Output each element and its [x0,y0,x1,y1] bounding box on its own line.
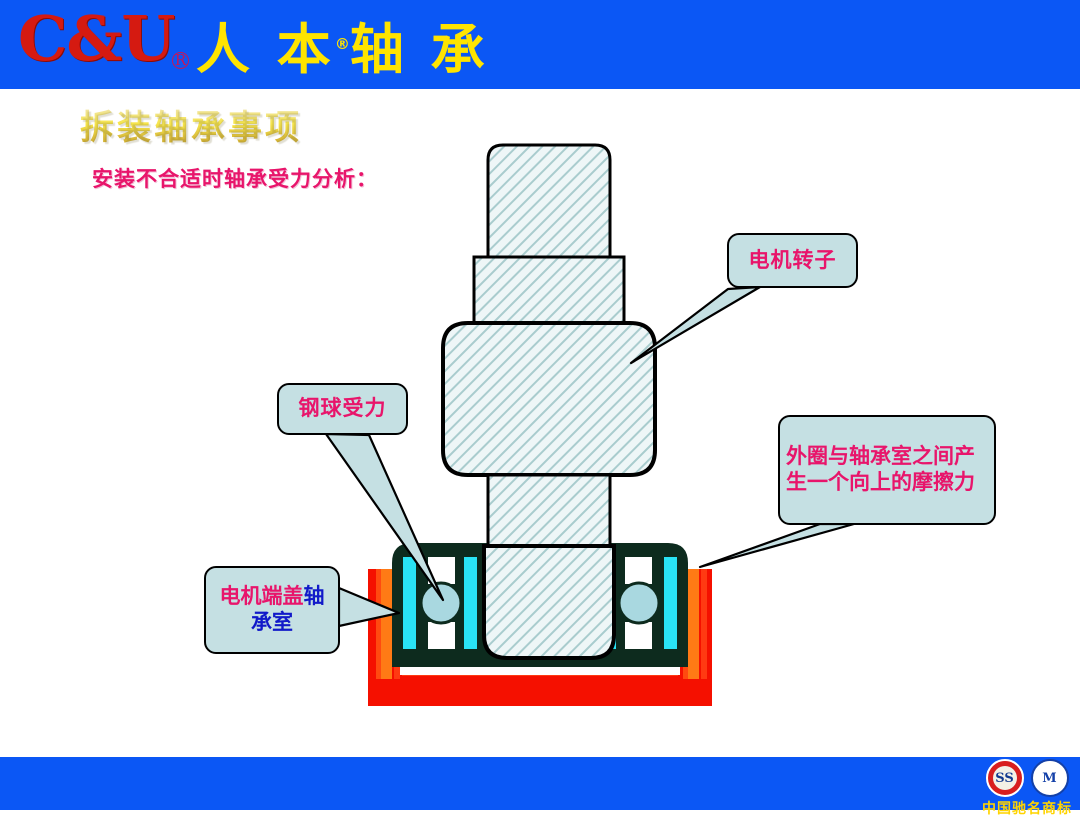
rotor-core [441,321,657,477]
registered-trademark-icon: R [172,52,189,69]
steel-ball-right [617,581,661,625]
callout-end-cap-bearing-seat-label: 电机端盖轴承室 [206,582,338,637]
brand-header-bar: C&U R 人 本®轴 承 [0,0,1080,89]
brand-chinese-logo: 人 本®轴 承 [196,17,489,77]
brand-chinese-part1: 人 本 [196,18,335,81]
callout-motor-rotor-label: 电机转子 [748,247,837,272]
steel-ball-left [419,581,463,625]
callout-motor-rotor[interactable]: 电机转子 [727,233,858,288]
shaft-upper-step [472,255,626,327]
certification-seal-white-label: M [1037,766,1062,790]
shaft-top-section [486,143,612,259]
seal-strip-left-inner [464,557,477,649]
callout-ball-load[interactable]: 钢球受力 [277,383,408,435]
bearing-left-assembly [403,557,477,649]
seal-strip-right-outer [664,557,677,649]
shaft-bearing-seat [482,544,616,660]
certification-seal-red-icon: SS [985,759,1024,797]
brand-latin-logo: C&U [18,2,175,75]
motor-rotor-shaft [441,143,657,660]
footer-logo-group: SS M 中国驰名商标 [982,759,1072,818]
callout-end-cap-bearing-seat[interactable]: 电机端盖轴承室 [204,566,340,654]
registered-trademark-cjk-icon: ® [334,35,350,53]
shaft-lower-section [486,473,612,557]
certification-seal-white-icon: M [1030,759,1069,797]
brand-chinese-part2: 轴 承 [349,18,489,81]
callout-housing-red-text: 电机端盖 [219,584,304,609]
callout-ball-load-label: 钢球受力 [298,396,387,421]
page-title: 拆装轴承事项 [80,100,302,149]
footer-badges: SS M [985,759,1069,797]
seal-strip-left-outer [403,557,416,649]
footer-bar: SS M 中国驰名商标 [0,757,1080,817]
callout-housing-blue-text: 轴承室 [251,584,325,634]
callout-outer-ring-friction-label: 外圈与轴承室之间产生一个向上的摩擦力 [786,444,975,494]
page-subtitle: 安装不合适时轴承受力分析： [92,167,378,191]
certification-seal-red-label: SS [992,766,1017,790]
callout-outer-ring-friction[interactable]: 外圈与轴承室之间产生一个向上的摩擦力 [778,415,996,525]
